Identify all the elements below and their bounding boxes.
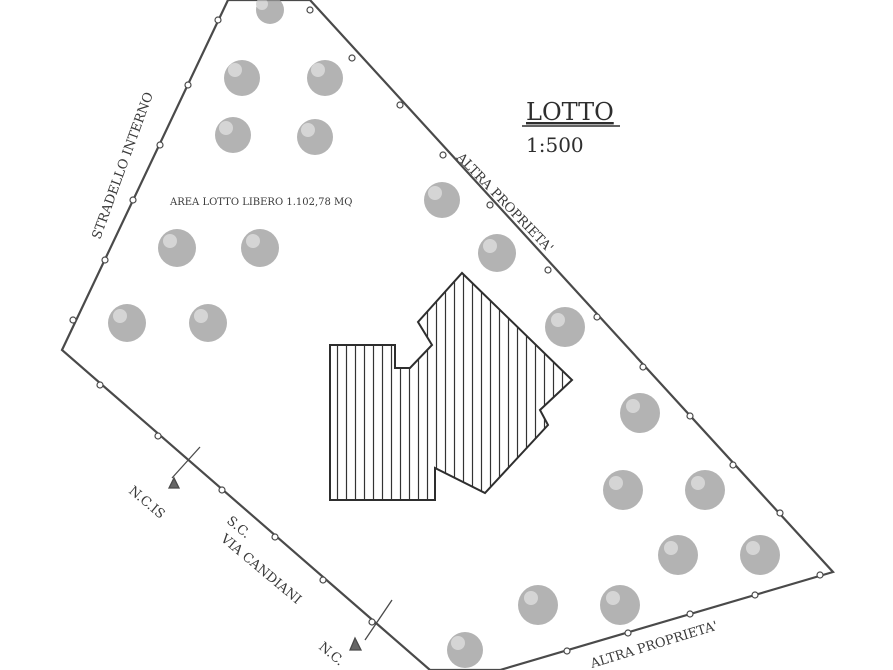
tree-icon — [241, 229, 279, 267]
tree-icon — [447, 632, 483, 668]
label-ncis: N.C.IS — [125, 484, 167, 523]
tree-icon — [658, 535, 698, 575]
tree-icon — [424, 182, 460, 218]
label-via-candiani: VIA CANDIANI — [217, 531, 304, 608]
tree-icon — [518, 585, 558, 625]
trees — [108, 0, 780, 668]
tree-icon — [603, 470, 643, 510]
label-nc-bottom: N.C. — [315, 640, 346, 670]
road-ticks — [167, 446, 393, 651]
tree-icon — [478, 234, 516, 272]
tree-icon — [215, 117, 251, 153]
tree-icon — [620, 393, 660, 433]
drawing-title: LOTTO — [526, 98, 614, 126]
tree-icon — [158, 229, 196, 267]
label-area-lotto: AREA LOTTO LIBERO 1.102,78 MQ — [169, 197, 353, 208]
tree-icon — [224, 60, 260, 96]
lot-boundary — [60, 0, 836, 670]
label-altra-proprieta-s: ALTRA PROPRIETA' — [588, 619, 720, 670]
tree-icon — [600, 585, 640, 625]
tree-icon — [685, 470, 725, 510]
tree-icon — [256, 0, 284, 24]
tree-icon — [108, 304, 146, 342]
tree-icon — [545, 307, 585, 347]
building-footprint — [329, 271, 574, 501]
boundary-markers — [69, 6, 824, 655]
tree-icon — [297, 119, 333, 155]
drawing-scale: 1:500 — [526, 133, 584, 157]
tree-icon — [307, 60, 343, 96]
tree-icon — [740, 535, 780, 575]
tree-icon — [189, 304, 227, 342]
